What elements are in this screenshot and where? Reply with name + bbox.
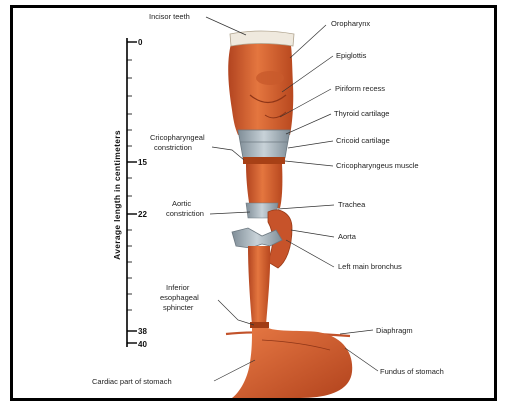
label-cricopharyngeal-constriction-line2: constriction xyxy=(154,143,192,152)
length-axis: 0 15 22 38 40 Average length in centimet… xyxy=(112,38,147,349)
label-aorta: Aorta xyxy=(338,232,357,241)
label-trachea: Trachea xyxy=(338,200,366,209)
label-left-main-bronchus: Left main bronchus xyxy=(338,262,402,271)
tick-label: 0 xyxy=(138,38,143,47)
label-inferior-esophageal-sphincter-line2: esophageal xyxy=(160,293,199,302)
tick-label: 15 xyxy=(138,158,147,167)
label-cricopharyngeal-constriction-line1: Cricopharyngeal xyxy=(150,133,205,142)
label-oropharynx: Oropharynx xyxy=(331,19,370,28)
esophagus-illustration xyxy=(226,31,352,398)
tick-label: 22 xyxy=(138,210,147,219)
label-inferior-esophageal-sphincter-line1: Inferior xyxy=(166,283,190,292)
label-cardiac-part-of-stomach: Cardiac part of stomach xyxy=(92,377,172,386)
tick-label: 38 xyxy=(138,327,147,336)
label-diaphragm: Diaphragm xyxy=(376,326,413,335)
label-aortic-constriction-line2: constriction xyxy=(166,209,204,218)
label-inferior-esophageal-sphincter-line3: sphincter xyxy=(163,303,194,312)
label-epiglottis: Epiglottis xyxy=(336,51,367,60)
tick-label: 40 xyxy=(138,340,147,349)
label-incisor-teeth: Incisor teeth xyxy=(149,12,190,21)
label-cricoid-cartilage: Cricoid cartilage xyxy=(336,136,390,145)
label-fundus-of-stomach: Fundus of stomach xyxy=(380,367,444,376)
label-thyroid-cartilage: Thyroid cartilage xyxy=(334,109,389,118)
label-cricopharyngeus-muscle: Cricopharyngeus muscle xyxy=(336,161,419,170)
label-aortic-constriction-line1: Aortic xyxy=(172,199,191,208)
axis-title: Average length in centimeters xyxy=(112,130,122,260)
label-piriform-recess: Piriform recess xyxy=(335,84,385,93)
